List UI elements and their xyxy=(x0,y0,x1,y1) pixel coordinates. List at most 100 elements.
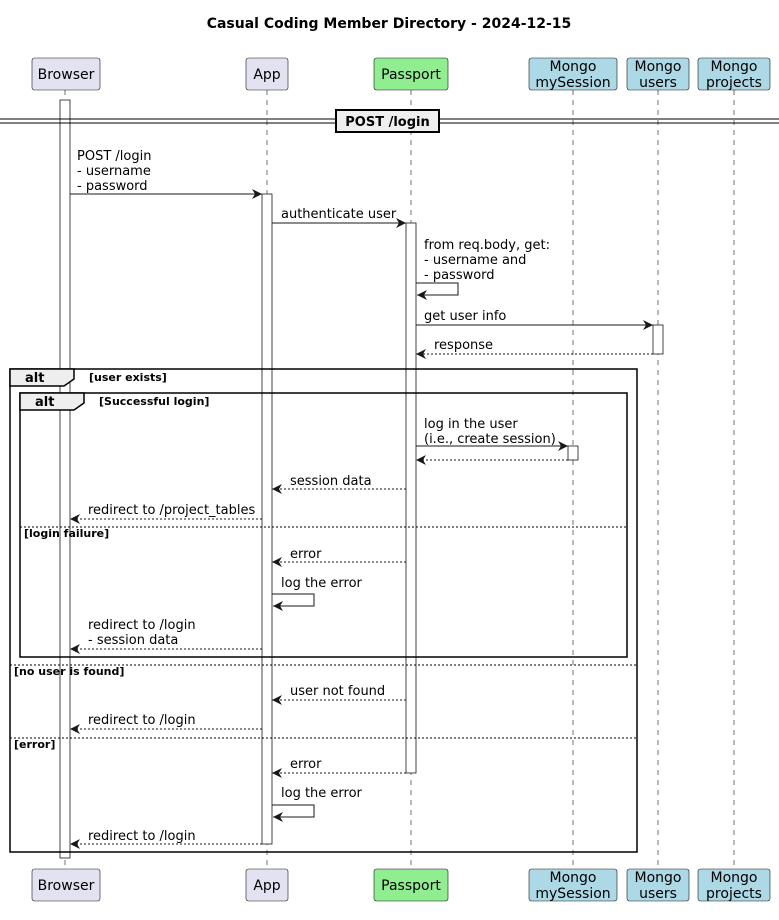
message-label: - password xyxy=(424,268,495,283)
message-browser-to-app: POST /login- username- password xyxy=(70,149,262,199)
participant-label: users xyxy=(639,75,677,91)
message-label: get user info xyxy=(424,309,506,324)
participant-label: Browser xyxy=(38,878,95,894)
message-label: redirect to /login xyxy=(88,713,196,728)
fragment-inner: alt [Successful login] [login failure] xyxy=(19,392,628,658)
fragment-frame xyxy=(9,368,638,853)
message-app-to-app: log the error xyxy=(272,576,363,611)
participant-box xyxy=(626,57,690,91)
activation-bar-app xyxy=(261,193,273,845)
participant-browser-bottom: Browser xyxy=(31,868,101,902)
participant-app-top: App xyxy=(245,57,289,91)
message-app-to-browser: redirect to /login- session data xyxy=(70,618,262,654)
message-passport-to-app: error xyxy=(272,547,406,567)
participant-label: mySession xyxy=(535,75,610,91)
activation-bar-passport xyxy=(405,222,417,774)
participant-box xyxy=(626,868,690,902)
message-label: (i.e., create session) xyxy=(424,432,556,447)
activation-bar-mysession xyxy=(567,445,579,461)
fragment-tag xyxy=(19,392,85,411)
message-passport-to-app: session data xyxy=(272,474,406,494)
fragment-outer: alt [user exists] [no user is found] [error… xyxy=(9,368,638,853)
message-label: user not found xyxy=(290,684,385,699)
message-label: from req.body, get: xyxy=(424,238,550,253)
section-divider: POST /login xyxy=(0,109,779,133)
participant-label: Mongo xyxy=(635,59,682,75)
participant-box xyxy=(528,868,618,902)
message-label: log the error xyxy=(281,786,363,801)
message-passport-to-app: user not found xyxy=(272,684,406,705)
message-users-to-passport: response xyxy=(416,338,653,359)
fragment-guard: [Successful login] xyxy=(99,395,209,408)
message-label: error xyxy=(290,547,322,562)
fragment-guard: [error] xyxy=(14,738,55,751)
participant-box xyxy=(245,868,289,902)
message-label: - username and xyxy=(424,253,526,268)
message-passport-to-mysession: log in the user(i.e., create session) xyxy=(416,417,568,451)
message-app-to-passport: authenticate user xyxy=(272,207,406,228)
message-arrow xyxy=(416,282,459,300)
message-label: response xyxy=(434,338,493,353)
fragment-tag-label: alt xyxy=(35,395,54,410)
message-app-to-app: log the error xyxy=(272,786,363,822)
fragment-guard: [user exists] xyxy=(89,371,167,384)
participant-passport-bottom: Passport xyxy=(373,868,449,902)
message-app-to-browser: redirect to /login xyxy=(70,713,262,734)
participant-label: users xyxy=(639,886,677,902)
participant-box xyxy=(373,868,449,902)
fragment-tag xyxy=(9,368,75,387)
participant-label: Mongo xyxy=(635,870,682,886)
message-label: session data xyxy=(290,474,372,489)
participant-label: Mongo xyxy=(550,59,597,75)
diagram-title: Casual Coding Member Directory - 2024-12… xyxy=(207,16,572,32)
participant-label: App xyxy=(253,878,280,894)
fragment-guard: [login failure] xyxy=(24,527,109,540)
message-label: redirect to /login xyxy=(88,618,196,633)
participant-box xyxy=(31,868,101,902)
message-arrow xyxy=(272,804,315,822)
message-arrow xyxy=(272,593,315,611)
message-app-to-browser: redirect to /login xyxy=(70,829,262,849)
participant-label: Mongo xyxy=(550,870,597,886)
participant-browser-top: Browser xyxy=(31,57,101,91)
participant-passport-top: Passport xyxy=(373,57,449,91)
message-label: log the error xyxy=(281,576,363,591)
activation-bar-browser xyxy=(59,99,71,859)
divider-box xyxy=(335,109,440,133)
participant-label: Passport xyxy=(381,67,441,83)
participant-box xyxy=(528,57,618,91)
participant-label: Mongo xyxy=(711,870,758,886)
participant-app-bottom: App xyxy=(245,868,289,902)
participant-label: projects xyxy=(706,75,762,91)
participant-box xyxy=(373,57,449,91)
participant-label: Mongo xyxy=(711,59,758,75)
participant-label: App xyxy=(253,67,280,83)
participant-label: Browser xyxy=(38,67,95,83)
message-label: redirect to /project_tables xyxy=(88,503,255,518)
message-label: - session data xyxy=(88,633,178,648)
fragment-frame xyxy=(19,392,628,658)
participant-box xyxy=(245,57,289,91)
message-app-to-browser: redirect to /project_tables xyxy=(70,503,262,524)
participant-box xyxy=(31,57,101,91)
fragment-guard: [no user is found] xyxy=(14,665,124,678)
message-label: log in the user xyxy=(424,417,518,432)
message-label: redirect to /login xyxy=(88,829,196,844)
message-label: authenticate user xyxy=(281,207,397,222)
message-passport-to-passport: from req.body, get:- username and- passw… xyxy=(416,238,550,300)
participant-label: Passport xyxy=(381,878,441,894)
message-label: error xyxy=(290,757,322,772)
participant-label: mySession xyxy=(535,886,610,902)
participant-label: projects xyxy=(706,886,762,902)
activation-bar-users xyxy=(652,324,664,355)
message-label: POST /login xyxy=(77,149,151,164)
message-passport-to-users: get user info xyxy=(416,309,653,330)
message-label: - username xyxy=(77,164,151,179)
